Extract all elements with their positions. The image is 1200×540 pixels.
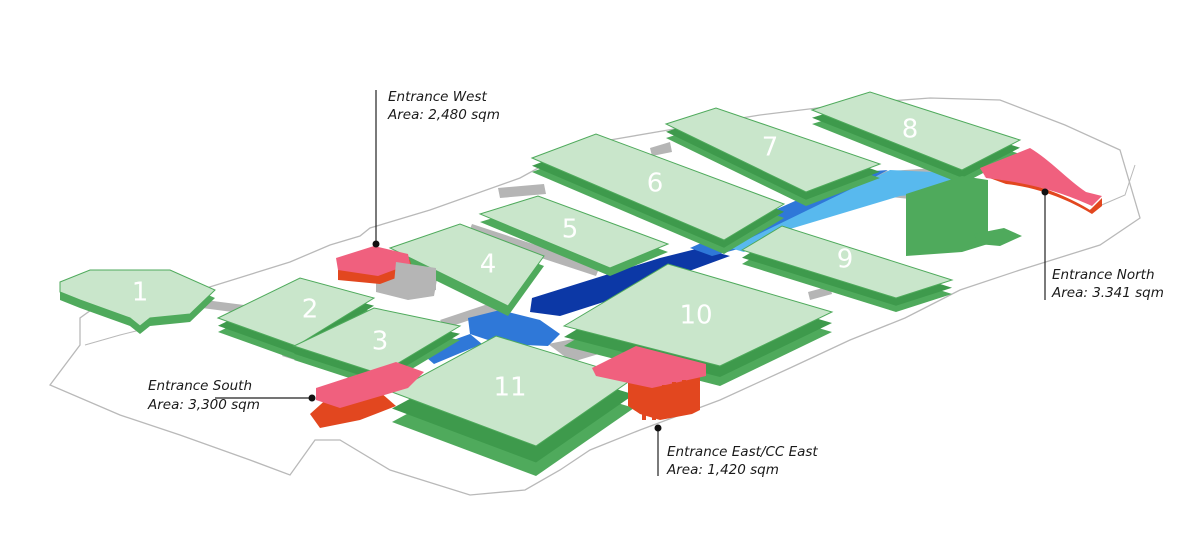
corridor-4-5: [468, 224, 600, 276]
hall-9-roof: [740, 225, 954, 299]
entrance-west-title: Entrance West: [388, 89, 487, 105]
walkway-south-link: [420, 334, 482, 364]
hall-5-label: 5: [562, 215, 579, 245]
hall-8-roof: [810, 91, 1022, 171]
hall-8[interactable]: 8: [810, 91, 1022, 184]
callout-entrance-west: Entrance West Area: 2,480 sqm: [387, 89, 500, 123]
hall-2-label: 2: [302, 295, 319, 325]
callout-entrance-north: Entrance North Area: 3.341 sqm: [1051, 267, 1164, 301]
entrance-east-pillars: [642, 380, 686, 420]
hall-1[interactable]: 1: [59, 269, 216, 334]
corridor-3-4: [440, 300, 506, 328]
hall-9-label: 9: [837, 245, 854, 275]
callout-entrance-east: Entrance East/CC East Area: 1,420 sqm: [666, 444, 818, 478]
hall-1-label: 1: [132, 278, 149, 308]
hall-3-label: 3: [372, 327, 389, 357]
entrance-north-title: Entrance North: [1052, 267, 1155, 283]
corridor-6-5: [498, 184, 546, 198]
north-tower: [906, 176, 1022, 256]
entrance-east-title: Entrance East/CC East: [667, 444, 818, 460]
hall-3[interactable]: 3: [292, 307, 462, 388]
hall-11-label: 11: [493, 373, 526, 403]
entrance-north-building: [980, 148, 1102, 214]
entrance-north-area: Area: 3.341 sqm: [1051, 285, 1164, 301]
entrance-west-building: [336, 246, 436, 296]
hall-8-label: 8: [902, 115, 919, 145]
walkway-plaza: [468, 310, 560, 346]
hall-1-roof: [59, 269, 216, 327]
hall-4-roof: [388, 223, 545, 307]
hall-4-label: 4: [480, 250, 497, 280]
entrances: [310, 148, 1102, 428]
hall-2[interactable]: 2: [216, 277, 376, 360]
entrance-south-area: Area: 3,300 sqm: [147, 397, 260, 413]
callout-dot-north: [1041, 188, 1049, 196]
hall-5-roof: [478, 195, 670, 269]
hall-3-roof: [292, 307, 462, 375]
hall-4[interactable]: 4: [388, 223, 545, 316]
hall-7-roof: [664, 107, 882, 193]
entrance-east-building: [592, 346, 706, 420]
hall-6[interactable]: 6: [530, 133, 786, 254]
entrance-east-area: Area: 1,420 sqm: [666, 462, 779, 478]
hall-6-label: 6: [647, 169, 664, 199]
callout-dot-west: [372, 240, 380, 248]
entrance-south-title: Entrance South: [148, 378, 252, 394]
hall-7-label: 7: [762, 133, 779, 163]
callout-lines: [215, 90, 1049, 476]
hall-11[interactable]: 11: [390, 335, 636, 476]
walkway-light: [730, 170, 975, 252]
walkway-dark: [530, 248, 730, 316]
site-boundary: [48, 97, 1141, 496]
hall-7[interactable]: 7: [664, 107, 882, 206]
hall-2-roof: [216, 277, 376, 347]
entrance-west-area: Area: 2,480 sqm: [387, 107, 500, 123]
callout-dot-east: [654, 424, 662, 432]
hall-10-roof: [562, 263, 834, 367]
corridor-6-7: [650, 142, 672, 156]
hall-9[interactable]: 9: [740, 225, 954, 312]
hall-5[interactable]: 5: [478, 195, 670, 276]
entrance-south-building: [310, 362, 424, 428]
hall-10-label: 10: [679, 301, 712, 331]
hall-6-roof: [530, 133, 786, 241]
callout-entrance-south: Entrance South Area: 3,300 sqm: [147, 378, 260, 413]
callout-dot-south: [308, 394, 316, 402]
exhibition-halls: 8 7 6 5 4 9 1 2 3 10 11: [59, 91, 1022, 476]
